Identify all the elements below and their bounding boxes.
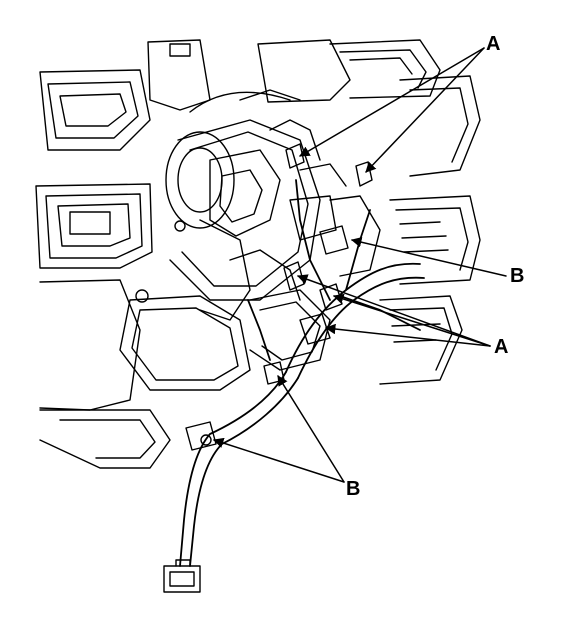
clip-a-1 <box>285 143 305 169</box>
wire-harness <box>179 179 425 567</box>
leader-b-mid <box>350 237 507 277</box>
clip-a-2 <box>355 161 373 187</box>
clip-a-5 <box>299 313 331 345</box>
clip-a-3 <box>283 261 305 291</box>
leader-a-top-1 <box>299 47 485 157</box>
leader-a-low-2 <box>333 293 491 347</box>
central-assembly <box>119 89 381 446</box>
dashboard-housing <box>35 39 481 469</box>
leader-b-low-2 <box>213 437 345 483</box>
callout-label-a-top: A <box>486 33 501 55</box>
callout-label-b-low: B <box>346 478 361 500</box>
leader-b-low-1 <box>277 375 345 483</box>
harness-connector <box>163 559 201 593</box>
leader-a-low-3 <box>324 323 491 347</box>
clip-b-3 <box>185 421 217 451</box>
clip-b-1 <box>319 225 349 255</box>
clip-a-4 <box>319 283 343 311</box>
leader-lines <box>213 47 507 483</box>
leader-a-low-1 <box>297 274 491 347</box>
leader-a-top-2 <box>365 47 485 173</box>
callout-label-a-low: A <box>494 336 509 358</box>
callout-label-b-mid: B <box>510 265 525 287</box>
